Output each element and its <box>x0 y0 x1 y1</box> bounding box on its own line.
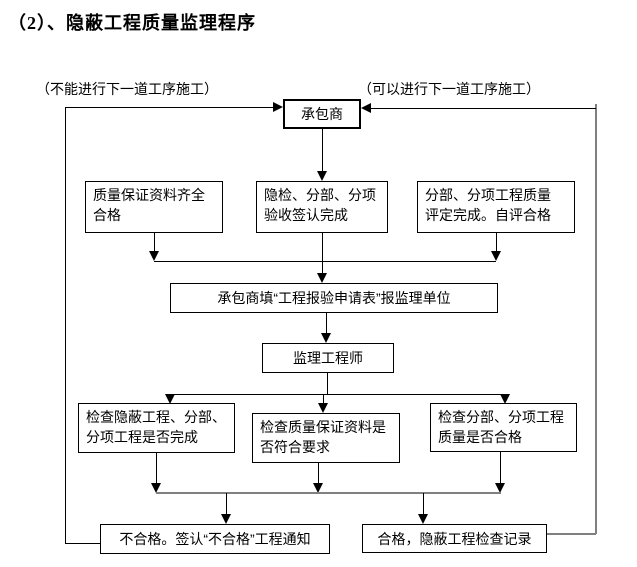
arrow-into-supervisor <box>321 333 331 343</box>
line-check-quality-down <box>500 452 501 484</box>
node-check-quality: 检查分部、分项工程 质量是否合格 <box>430 403 577 452</box>
arrow-qa-docs-merge <box>149 251 159 261</box>
arrow-into-pass-record <box>418 514 428 524</box>
arrow-into-contractor-right <box>361 103 371 113</box>
arrow-evaluation-merge <box>491 251 501 261</box>
feedback-right-vertical-line <box>595 104 597 534</box>
node-acceptance: 隐检、分部、分项 验收签认完成 <box>256 181 388 233</box>
line-supervisor-down <box>327 373 328 394</box>
feedback-right-top-line <box>370 108 596 109</box>
merge-line-row2 <box>154 261 496 262</box>
arrow-into-check-completion <box>165 394 175 404</box>
arrow-into-check-qa-docs <box>318 403 328 413</box>
annotation-cannot-proceed: （不能进行下一道工序施工） <box>36 81 218 97</box>
arrow-into-fail-notice <box>221 514 231 524</box>
feedback-left-bottom-line <box>65 543 100 544</box>
line-contractor-to-acceptance <box>322 129 323 172</box>
node-check-qa-docs: 检查质量保证资料是 否符合要求 <box>252 413 400 463</box>
line-branch-to-check-qa <box>323 394 324 404</box>
arrow-check-quality-merge <box>495 483 505 493</box>
node-supervisor: 监理工程师 <box>262 343 394 373</box>
node-fail-notice: 不合格。签认“不合格”工程通知 <box>100 524 330 554</box>
node-check-completion: 检查隐蔽工程、分部、 分项工程是否完成 <box>78 403 235 453</box>
node-evaluation: 分部、分项工程质量 评定完成。自评合格 <box>417 181 575 233</box>
arrow-check-completion-merge <box>151 483 161 493</box>
node-application: 承包商填“工程报验申请表”报监理单位 <box>170 283 498 313</box>
arrow-into-acceptance <box>317 171 327 181</box>
line-qa-docs-down <box>154 233 155 252</box>
arrow-into-check-quality <box>500 394 510 404</box>
feedback-right-bottom-line <box>547 533 596 535</box>
line-to-fail-notice <box>226 493 227 515</box>
feedback-left-vertical-line <box>65 107 66 544</box>
feedback-left-top-line <box>65 107 273 108</box>
node-qa-docs: 质量保证资料齐全 合格 <box>85 181 223 233</box>
line-acceptance-to-application <box>322 233 323 274</box>
arrow-into-contractor-left <box>273 102 283 112</box>
page-title: （2）、隐蔽工程质量监理程序 <box>8 13 256 33</box>
line-application-to-supervisor <box>326 313 327 335</box>
arrow-check-qa-merge <box>313 483 323 493</box>
branch-line-checks <box>170 394 505 395</box>
line-check-qa-down <box>318 463 319 484</box>
node-contractor: 承包商 <box>283 99 361 129</box>
annotation-can-proceed: （可以进行下一道工序施工） <box>358 81 540 97</box>
line-to-pass-record <box>423 493 424 515</box>
arrow-into-application <box>317 273 327 283</box>
line-evaluation-down <box>496 233 497 252</box>
merge-line-results <box>156 492 501 494</box>
line-check-completion-down <box>156 453 157 484</box>
node-pass-record: 合格，隐蔽工程检查记录 <box>362 524 547 553</box>
